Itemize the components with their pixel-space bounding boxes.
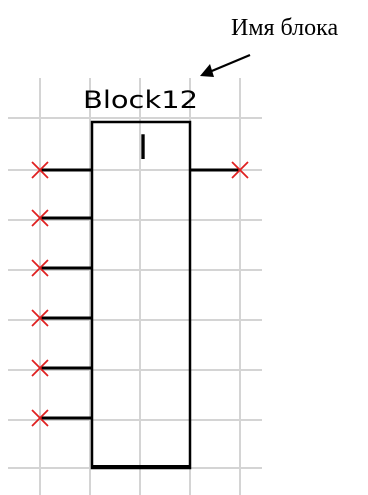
- input-port-5[interactable]: [31, 359, 92, 377]
- caption-arrow: [200, 53, 251, 77]
- input-port-marker[interactable]: [31, 161, 49, 179]
- output-port-marker[interactable]: [231, 161, 249, 179]
- input-port-marker[interactable]: [31, 359, 49, 377]
- input-port-3[interactable]: [31, 259, 92, 277]
- input-port-marker[interactable]: [31, 209, 49, 227]
- input-port-marker[interactable]: [31, 309, 49, 327]
- output-port-1[interactable]: [190, 161, 249, 179]
- input-port-6[interactable]: [31, 409, 92, 427]
- block-name-label: Block12: [83, 86, 198, 114]
- block-name-caption: Имя блока: [231, 15, 338, 41]
- input-port-marker[interactable]: [31, 259, 49, 277]
- input-port-2[interactable]: [31, 209, 92, 227]
- input-port-4[interactable]: [31, 309, 92, 327]
- grid: [8, 78, 262, 495]
- input-port-1[interactable]: [31, 161, 92, 179]
- input-port-marker[interactable]: [31, 409, 49, 427]
- block-operator-label: I: [138, 128, 148, 168]
- ports: [31, 161, 249, 427]
